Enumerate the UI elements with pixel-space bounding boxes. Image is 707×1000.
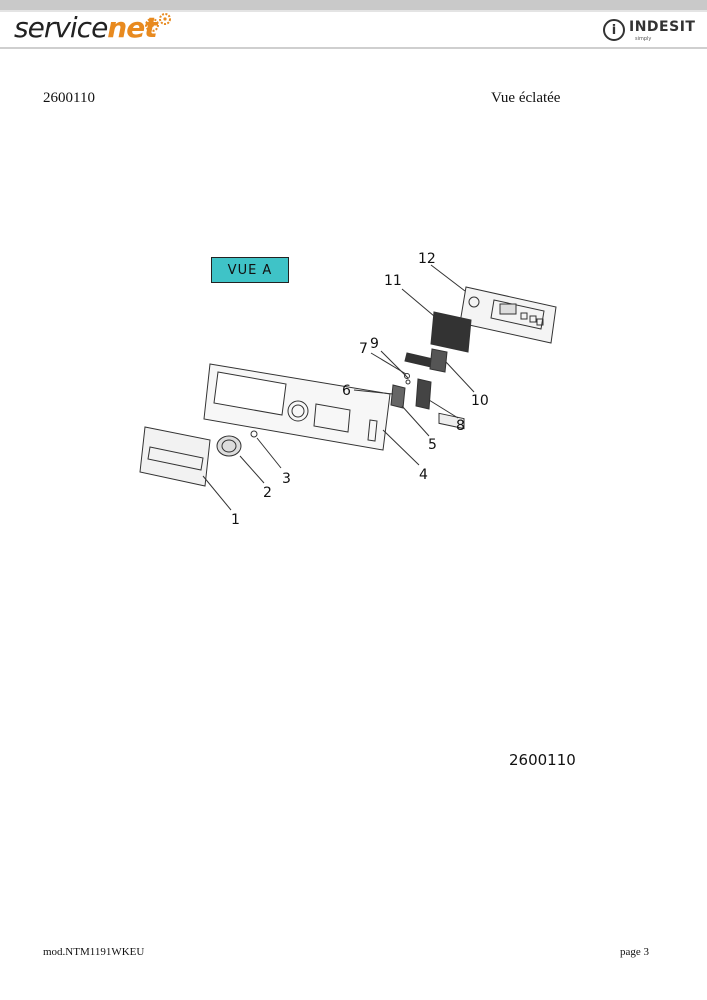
- drawing-code: 2600110: [509, 751, 576, 769]
- servicenet-logo-part-b: net: [107, 11, 157, 44]
- header-divider: [0, 47, 707, 49]
- part-label-5: 5: [428, 437, 437, 453]
- part-label-3: 3: [282, 471, 291, 487]
- part-label-2: 2: [263, 485, 272, 501]
- indesit-mark-letter: i: [611, 22, 617, 38]
- part-10-key-strip-drawing: [404, 348, 448, 373]
- servicenet-logo-part-a: service: [14, 11, 108, 44]
- gears-icon: [145, 13, 171, 32]
- part-5-cover-drawing: [390, 384, 406, 409]
- part-label-10: 10: [471, 393, 489, 409]
- document-title: Vue éclatée: [491, 90, 561, 106]
- footer-page-number: page 3: [620, 946, 650, 958]
- footer-model: mod.NTM1191WKEU: [43, 946, 145, 958]
- part-label-7: 7: [359, 341, 368, 357]
- servicenet-logo: servicenet: [14, 11, 158, 44]
- part-label-4: 4: [419, 467, 428, 483]
- header-top-bar: [0, 0, 707, 10]
- part-3-button-drawing: [250, 430, 258, 438]
- part-12-board-drawing: [459, 286, 557, 344]
- indesit-tagline: simply: [635, 36, 652, 42]
- indesit-wordmark: INDESIT: [629, 19, 696, 35]
- view-label-badge: VUE A: [211, 257, 289, 283]
- part-label-9: 9: [370, 336, 379, 352]
- part-label-12: 12: [418, 251, 436, 267]
- part-9-spring-drawing: [404, 373, 410, 379]
- part-label-8: 8: [456, 418, 465, 434]
- header-top-bar-shadow: [0, 10, 707, 12]
- part-1-drawer-handle-drawing: [139, 426, 211, 487]
- indesit-logo: i INDESIT simply: [603, 18, 695, 42]
- part-2-knob-drawing: [216, 435, 242, 457]
- part-label-11: 11: [384, 273, 402, 289]
- indesit-mark-icon: i: [603, 19, 625, 41]
- part-label-1: 1: [231, 512, 240, 528]
- document-code: 2600110: [43, 90, 95, 106]
- leader-lines: [202, 264, 475, 511]
- part-7-clip-drawing: [405, 379, 411, 385]
- part-8-module-drawing: [415, 378, 432, 410]
- part-4-control-panel-drawing: [203, 363, 391, 451]
- part-label-6: 6: [342, 383, 351, 399]
- part-11-display-drawing: [430, 311, 472, 430]
